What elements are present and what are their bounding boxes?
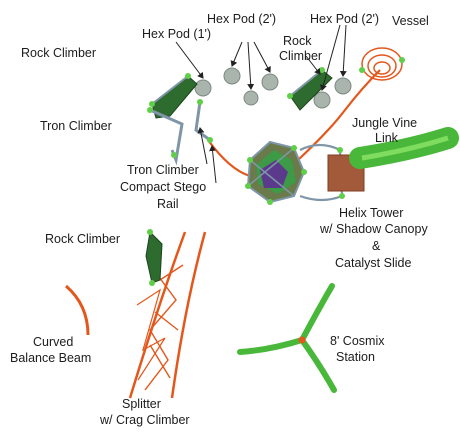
label-tron-climber-left: Tron Climber (40, 119, 112, 133)
label-cosmix-1: 8' Cosmix (330, 334, 385, 348)
tron-climber-left (147, 107, 182, 160)
tron-climber-right (196, 99, 213, 143)
label-compact-stego-2: Rail (157, 197, 179, 211)
curved-balance-beam (66, 286, 88, 335)
label-hex-pod-2b: Hex Pod (2') (310, 12, 379, 26)
label-compact-stego-1: Compact Stego (120, 180, 206, 194)
label-splitter-1: Splitter (122, 397, 161, 411)
splitter-structure (130, 232, 205, 398)
label-helix-1: Helix Tower (339, 206, 403, 220)
label-rock-climber-top-right-2: Climber (279, 49, 322, 63)
central-hub (245, 142, 307, 205)
helix-tower-structure (300, 138, 448, 200)
label-jungle-vine-1: Jungle Vine (352, 116, 417, 130)
label-vessel: Vessel (392, 14, 429, 28)
label-rock-climber-lower: Rock Climber (45, 232, 120, 246)
label-helix-2: w/ Shadow Canopy (319, 222, 428, 236)
cosmix-station (240, 286, 334, 390)
rock-climber-lower (146, 229, 162, 286)
label-helix-4: Catalyst Slide (335, 256, 411, 270)
label-tron-climber-center: Tron Climber (127, 163, 199, 177)
label-cosmix-2: Station (336, 350, 375, 364)
label-balance-beam-1: Curved (33, 335, 73, 349)
label-helix-3: & (372, 239, 381, 253)
label-balance-beam-2: Balance Beam (10, 351, 91, 365)
label-splitter-2: w/ Crag Climber (99, 413, 190, 427)
label-rock-climber-top-right-1: Rock (283, 34, 312, 48)
label-hex-pod-1: Hex Pod (1') (142, 27, 211, 41)
vessel-structure (359, 48, 405, 80)
label-jungle-vine-2: Link (375, 131, 399, 145)
label-rock-climber-top-left: Rock Climber (21, 46, 96, 60)
label-hex-pod-2a: Hex Pod (2') (207, 12, 276, 26)
